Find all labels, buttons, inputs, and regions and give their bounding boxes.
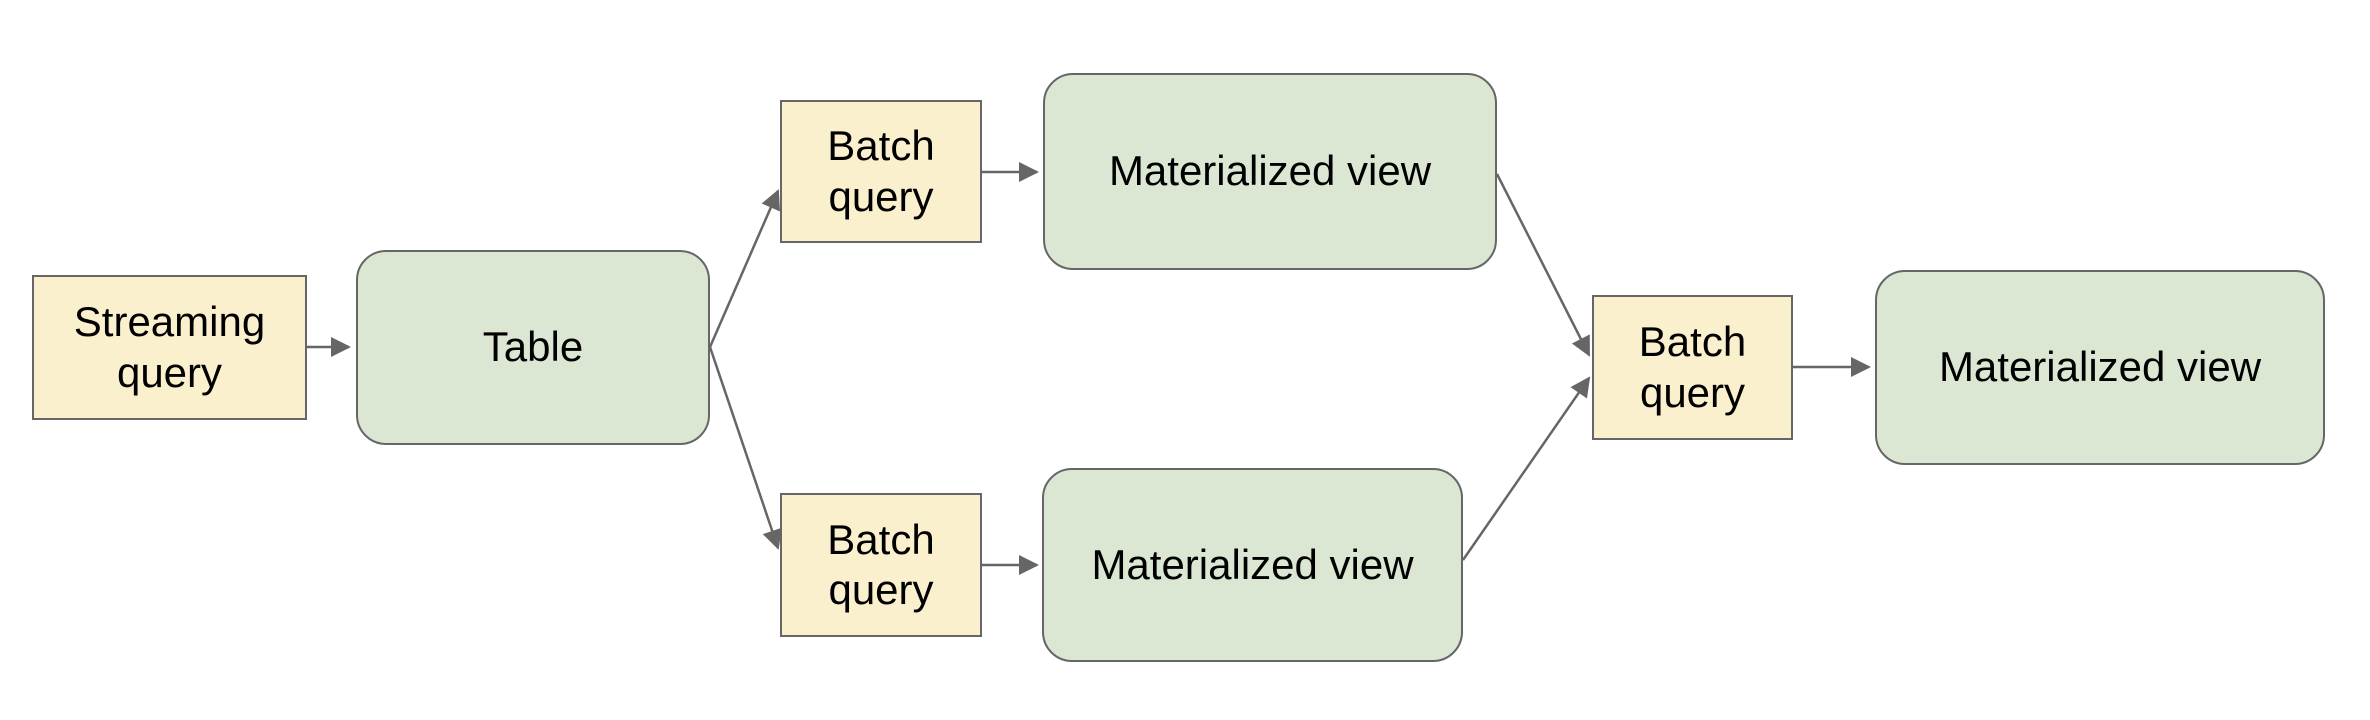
node-materialized-view-top: Materialized view: [1043, 73, 1497, 270]
edge-mv-bottom-to-batch-query-right: [1461, 376, 1591, 561]
node-label: Materialized view: [1938, 343, 2262, 391]
node-streaming-query: Streaming query: [32, 275, 307, 420]
edge-table-to-batch-query-bottom: [708, 346, 782, 550]
node-table: Table: [356, 250, 710, 445]
edge-table-to-batch-query-top: [708, 189, 780, 348]
node-label: Materialized view: [1091, 540, 1414, 588]
node-label: Materialized view: [1108, 147, 1432, 195]
node-batch-query-top: Batch query: [780, 100, 982, 243]
node-batch-query-bottom: Batch query: [780, 493, 982, 637]
node-label: Table: [482, 323, 584, 371]
node-materialized-view-bottom: Materialized view: [1042, 468, 1463, 662]
edge-mv-top-to-batch-query-right: [1495, 173, 1591, 357]
node-materialized-view-right: Materialized view: [1875, 270, 2325, 465]
node-batch-query-right: Batch query: [1592, 295, 1793, 440]
node-label: Batch query: [827, 515, 935, 613]
node-label: Batch query: [1638, 318, 1747, 416]
node-label: Batch query: [827, 122, 935, 220]
node-label: Streaming query: [73, 298, 266, 396]
